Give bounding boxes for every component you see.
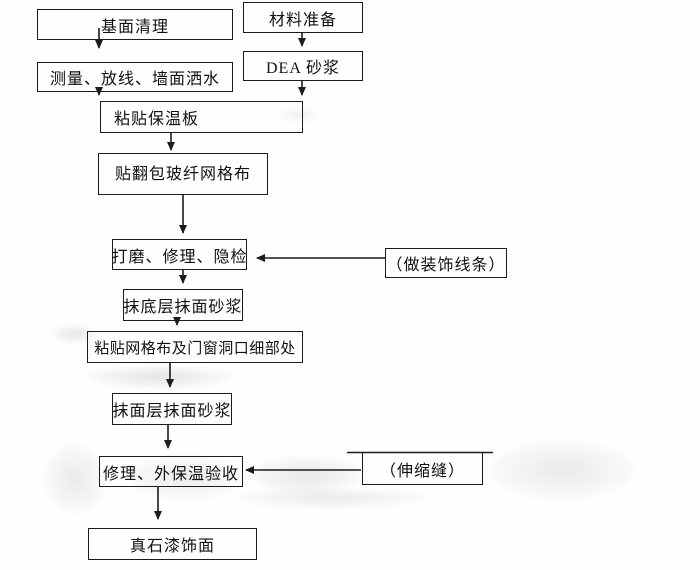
flow-box-expansion-joint: （伸缩缝） (362, 452, 483, 485)
flow-box-stone-paint-finish: 真石漆饰面 (88, 528, 257, 560)
flow-box-paste-insulation-board: 粘贴保温板 (100, 101, 303, 133)
flow-box-decorative-lines: （做装饰线条） (385, 248, 507, 278)
flow-box-grind-repair-inspect: 打磨、修理、隐检 (112, 239, 247, 270)
flow-box-repair-acceptance: 修理、外保温验收 (99, 456, 243, 487)
flow-box-material-prep: 材料准备 (243, 2, 363, 33)
flow-box-base-coat-mortar: 抹底层抹面砂浆 (123, 289, 243, 321)
flow-box-base-cleaning: 基面清理 (37, 9, 233, 40)
flow-box-surface-coat-mortar: 抹面层抹面砂浆 (112, 393, 232, 425)
flow-box-wrap-fiberglass-mesh: 贴翻包玻纤网格布 (98, 153, 268, 195)
flow-box-dea-mortar: DEA 砂浆 (243, 51, 363, 81)
flow-box-measure-layout-water: 测量、放线、墙面洒水 (37, 62, 233, 92)
flow-box-paste-mesh-details: 粘贴网格布及门窗洞口细部处 (87, 331, 303, 363)
